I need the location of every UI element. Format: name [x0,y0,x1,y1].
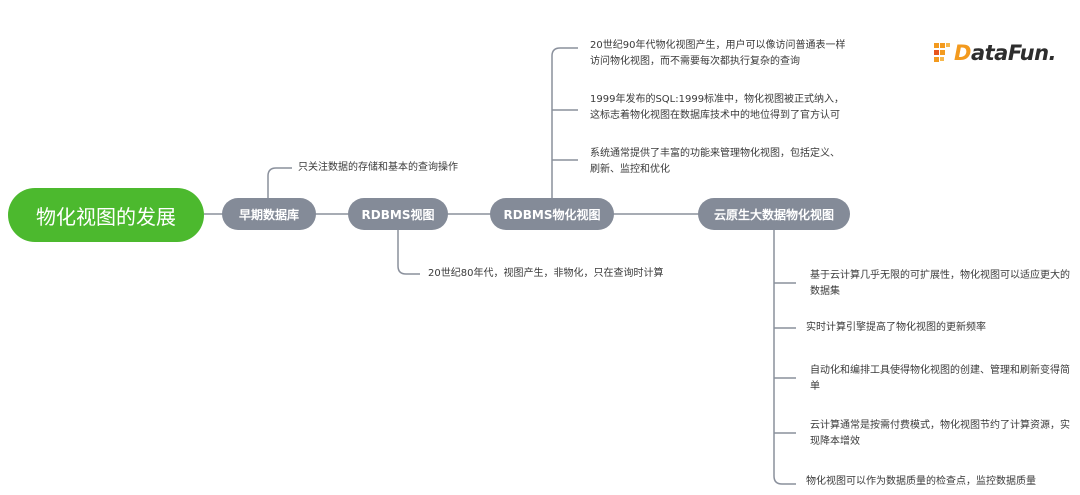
note-cloud-automation: 自动化和编排工具使得物化视图的创建、管理和刷新变得简单 [810,365,1070,392]
note-cloud-cost: 云计算通常是按需付费模式，物化视图节约了计算资源，实现降本增效 [810,420,1070,447]
stage-early-database[interactable]: 早期数据库 [222,198,316,230]
note-rdbms-mv-management: 系统通常提供了丰富的功能来管理物化视图，包括定义、刷新、监控和优化 [590,148,840,175]
stage-rdbms-materialized-view[interactable]: RDBMS物化视图 [490,198,614,230]
stage-rdbms-view[interactable]: RDBMS视图 [348,198,448,230]
logo-text: DataFun. [954,41,1057,65]
note-cloud-realtime: 实时计算引擎提高了物化视图的更新频率 [806,322,986,333]
note-rdbms-mv-origin: 20世纪90年代物化视图产生，用户可以像访问普通表一样访问物化视图，而不需要每次… [590,40,846,67]
logo-dots-icon [934,43,950,62]
note-cloud-scalability: 基于云计算几乎无限的可扩展性，物化视图可以适应更大的数据集 [810,270,1070,297]
datafun-logo: DataFun. [934,40,1057,66]
stage-cloud-native-materialized-view[interactable]: 云原生大数据物化视图 [698,198,850,230]
note-rdbms-mv-sql1999: 1999年发布的SQL:1999标准中，物化视图被正式纳入，这标志着物化视图在数… [590,94,845,121]
note-rdbms-view: 20世纪80年代，视图产生，非物化，只在查询时计算 [428,268,664,279]
note-cloud-data-quality: 物化视图可以作为数据质量的检查点，监控数据质量 [806,476,1036,487]
root-node-title[interactable]: 物化视图的发展 [8,188,204,242]
note-early-database: 只关注数据的存储和基本的查询操作 [298,162,458,173]
